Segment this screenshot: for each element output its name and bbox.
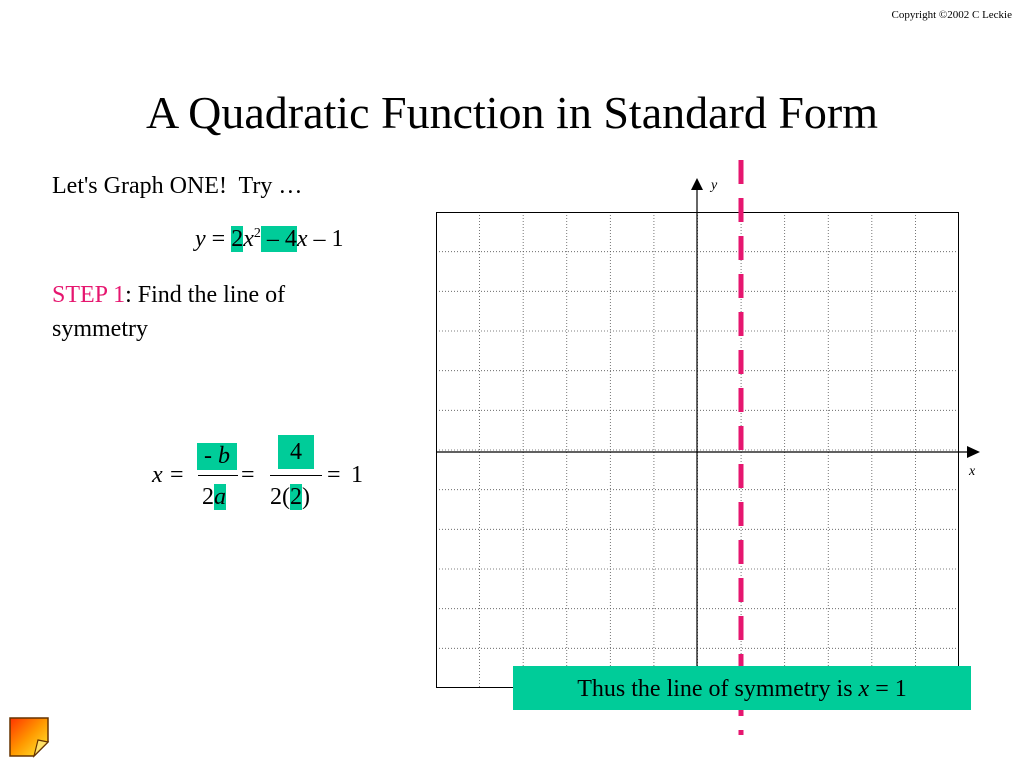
equation-coef-a: 2 <box>231 226 244 252</box>
x-axis-label: x <box>969 464 976 479</box>
fraction-bar-2 <box>270 475 322 476</box>
formula-numerator: - b <box>197 443 237 470</box>
slide-title: A Quadratic Function in Standard Form <box>145 87 879 138</box>
quadratic-equation: y = 2x2 – 4x – 1 <box>195 226 344 253</box>
equation-lhs: y <box>195 226 206 252</box>
intro-text: Let's Graph ONE! Try … <box>52 173 303 199</box>
formula-x: x <box>152 462 163 488</box>
conclusion-rest: = 1 <box>869 676 907 702</box>
equation-coef-b: – 4 <box>260 226 297 252</box>
formula-den2-pre: 2( <box>270 484 290 510</box>
equation-b-var: x <box>296 226 308 252</box>
step-label: STEP 1 <box>52 282 126 308</box>
formula-result: 1 <box>351 462 363 488</box>
step-text: : Find the line of symmetry <box>52 282 286 342</box>
step-instruction: STEP 1: Find the line of symmetry <box>52 278 372 346</box>
formula-denominator: 2a <box>202 484 226 511</box>
formula-den-coef: 2 <box>202 484 214 510</box>
formula-eq1: = <box>170 462 184 488</box>
equation-equals: = <box>205 226 232 252</box>
equation-exponent: 2 <box>253 226 261 241</box>
sticky-note-icon[interactable] <box>8 716 50 758</box>
conclusion-var: x <box>858 676 870 702</box>
conclusion-box: Thus the line of symmetry is x = 1 <box>513 666 971 710</box>
formula-den2-val: 2 <box>290 484 302 510</box>
copyright-notice: Copyright ©2002 C Leckie <box>891 9 1012 21</box>
fraction-bar-1 <box>198 475 238 476</box>
y-axis-arrow <box>691 178 703 190</box>
equation-rest: – 1 <box>307 226 344 252</box>
formula-num-sign: - <box>204 443 212 469</box>
x-axis-arrow <box>967 446 980 458</box>
formula-eq2: = <box>241 462 255 488</box>
formula-num-var: b <box>218 443 230 469</box>
formula-numerator-2: 4 <box>278 435 314 469</box>
equation-coef-b-value: – 4 <box>260 226 297 252</box>
formula-den-var: a <box>214 484 226 510</box>
formula-den2-post: ) <box>302 484 310 510</box>
y-axis-label: y <box>711 178 718 193</box>
equation-x: x <box>243 226 254 252</box>
formula-eq3: = <box>327 462 341 488</box>
formula-denominator-2: 2(2) <box>270 484 310 511</box>
conclusion-text: Thus the line of symmetry is <box>577 676 859 702</box>
